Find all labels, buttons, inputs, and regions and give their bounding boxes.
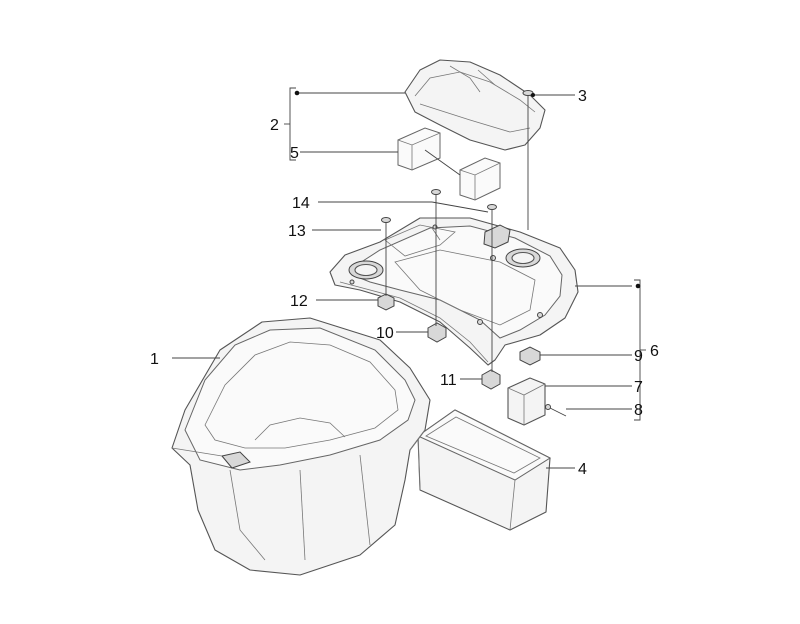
leader-lines: [172, 87, 646, 469]
storage-box-part: [416, 409, 552, 531]
callout-6: 6: [650, 343, 659, 360]
top-cover-part: [404, 59, 546, 151]
screw-14b-part: [487, 204, 497, 224]
foam-pad-left-part: [397, 127, 441, 171]
nut-10-part: [427, 322, 447, 343]
callout-12: 12: [290, 293, 308, 310]
callout-1: 1: [150, 351, 159, 368]
bullet-dots: [294, 90, 641, 289]
callout-14: 14: [292, 195, 310, 212]
callout-4: 4: [578, 461, 587, 478]
screw-13-part: [381, 217, 391, 236]
nut-12-part: [377, 293, 395, 311]
bullet-dot-2: [294, 90, 300, 96]
helmet-bucket-part: [171, 317, 431, 576]
callout-9: 9: [634, 348, 643, 365]
callout-13: 13: [288, 223, 306, 240]
nut-11-part: [481, 369, 501, 390]
bullet-dot-6: [635, 283, 641, 289]
callout-8: 8: [634, 402, 643, 419]
foam-pad-right-part: [459, 157, 501, 201]
callout-3: 3: [578, 88, 587, 105]
callout-10: 10: [376, 325, 394, 342]
bullet-dot-3: [531, 93, 535, 97]
callout-7: 7: [634, 379, 643, 396]
screw-14a-part: [431, 189, 441, 210]
nut-9-part: [519, 346, 541, 366]
inner-frame-part: [329, 217, 579, 366]
callout-5: 5: [290, 145, 299, 162]
bracket-7-part: [507, 377, 546, 426]
callout-11: 11: [440, 372, 457, 389]
callout-2: 2: [270, 117, 279, 134]
pin-8-part: [545, 404, 567, 417]
